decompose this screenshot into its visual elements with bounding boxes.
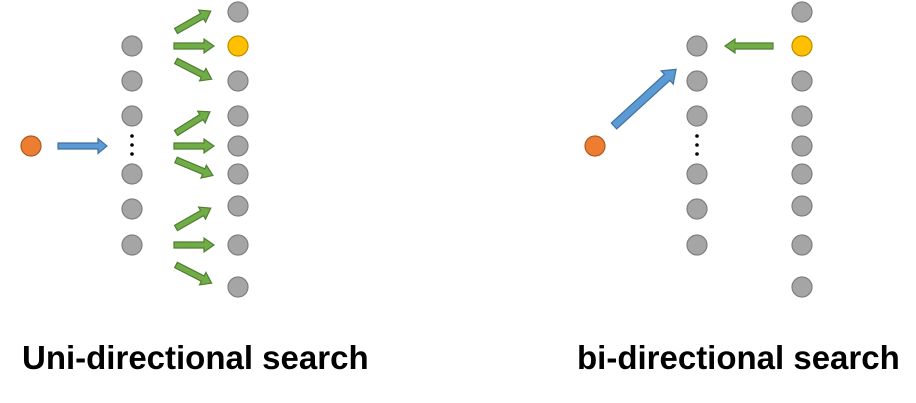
intermediate-node bbox=[686, 70, 708, 92]
candidate-node bbox=[791, 135, 813, 157]
target-node bbox=[227, 35, 249, 57]
query-arrow bbox=[57, 137, 108, 155]
expansion-arrow bbox=[173, 236, 216, 254]
candidate-node bbox=[227, 1, 249, 23]
candidate-node bbox=[227, 163, 249, 185]
intermediate-node bbox=[121, 35, 143, 57]
candidate-node bbox=[791, 105, 813, 127]
candidate-column bbox=[227, 1, 249, 298]
candidate-node bbox=[227, 195, 249, 217]
candidate-node bbox=[791, 1, 813, 23]
candidate-column bbox=[791, 1, 813, 298]
source-node bbox=[584, 135, 606, 157]
uni-directional-panel bbox=[20, 1, 249, 298]
expansion-arrow bbox=[173, 110, 211, 137]
uni-directional-caption: Uni-directional search bbox=[22, 339, 369, 376]
expansion-arrow bbox=[173, 261, 213, 286]
intermediate-node bbox=[686, 35, 708, 57]
intermediate-column bbox=[686, 35, 708, 256]
candidate-node bbox=[227, 276, 249, 298]
candidate-node bbox=[791, 195, 813, 217]
bi-directional-caption: bi-directional search bbox=[577, 339, 900, 376]
bi-directional-panel bbox=[584, 1, 813, 298]
intermediate-node bbox=[686, 198, 708, 220]
intermediate-node bbox=[121, 163, 143, 185]
candidate-node bbox=[791, 276, 813, 298]
intermediate-node bbox=[121, 198, 143, 220]
expansion-arrow bbox=[173, 57, 213, 82]
intermediate-column bbox=[121, 35, 143, 256]
candidate-node bbox=[791, 234, 813, 256]
expansion-arrow bbox=[173, 137, 216, 155]
query-arrow bbox=[610, 68, 677, 130]
candidate-node bbox=[791, 163, 813, 185]
expansion-arrows bbox=[173, 9, 216, 286]
source-node bbox=[20, 135, 42, 157]
ellipsis bbox=[130, 134, 134, 156]
expansion-arrow bbox=[173, 37, 216, 55]
intermediate-node bbox=[121, 105, 143, 127]
candidate-node bbox=[227, 105, 249, 127]
expansion-arrow bbox=[173, 9, 212, 35]
candidate-node bbox=[227, 135, 249, 157]
candidate-node bbox=[227, 70, 249, 92]
target-node bbox=[791, 35, 813, 57]
expansion-arrow bbox=[174, 156, 214, 179]
intermediate-node bbox=[121, 234, 143, 256]
intermediate-node bbox=[686, 163, 708, 185]
candidate-node bbox=[791, 70, 813, 92]
intermediate-node bbox=[686, 234, 708, 256]
backward-arrow bbox=[723, 37, 774, 55]
candidate-node bbox=[227, 234, 249, 256]
ellipsis bbox=[695, 134, 699, 156]
expansion-arrow bbox=[173, 206, 212, 232]
search-diagram bbox=[20, 1, 813, 298]
intermediate-node bbox=[686, 105, 708, 127]
intermediate-node bbox=[121, 70, 143, 92]
